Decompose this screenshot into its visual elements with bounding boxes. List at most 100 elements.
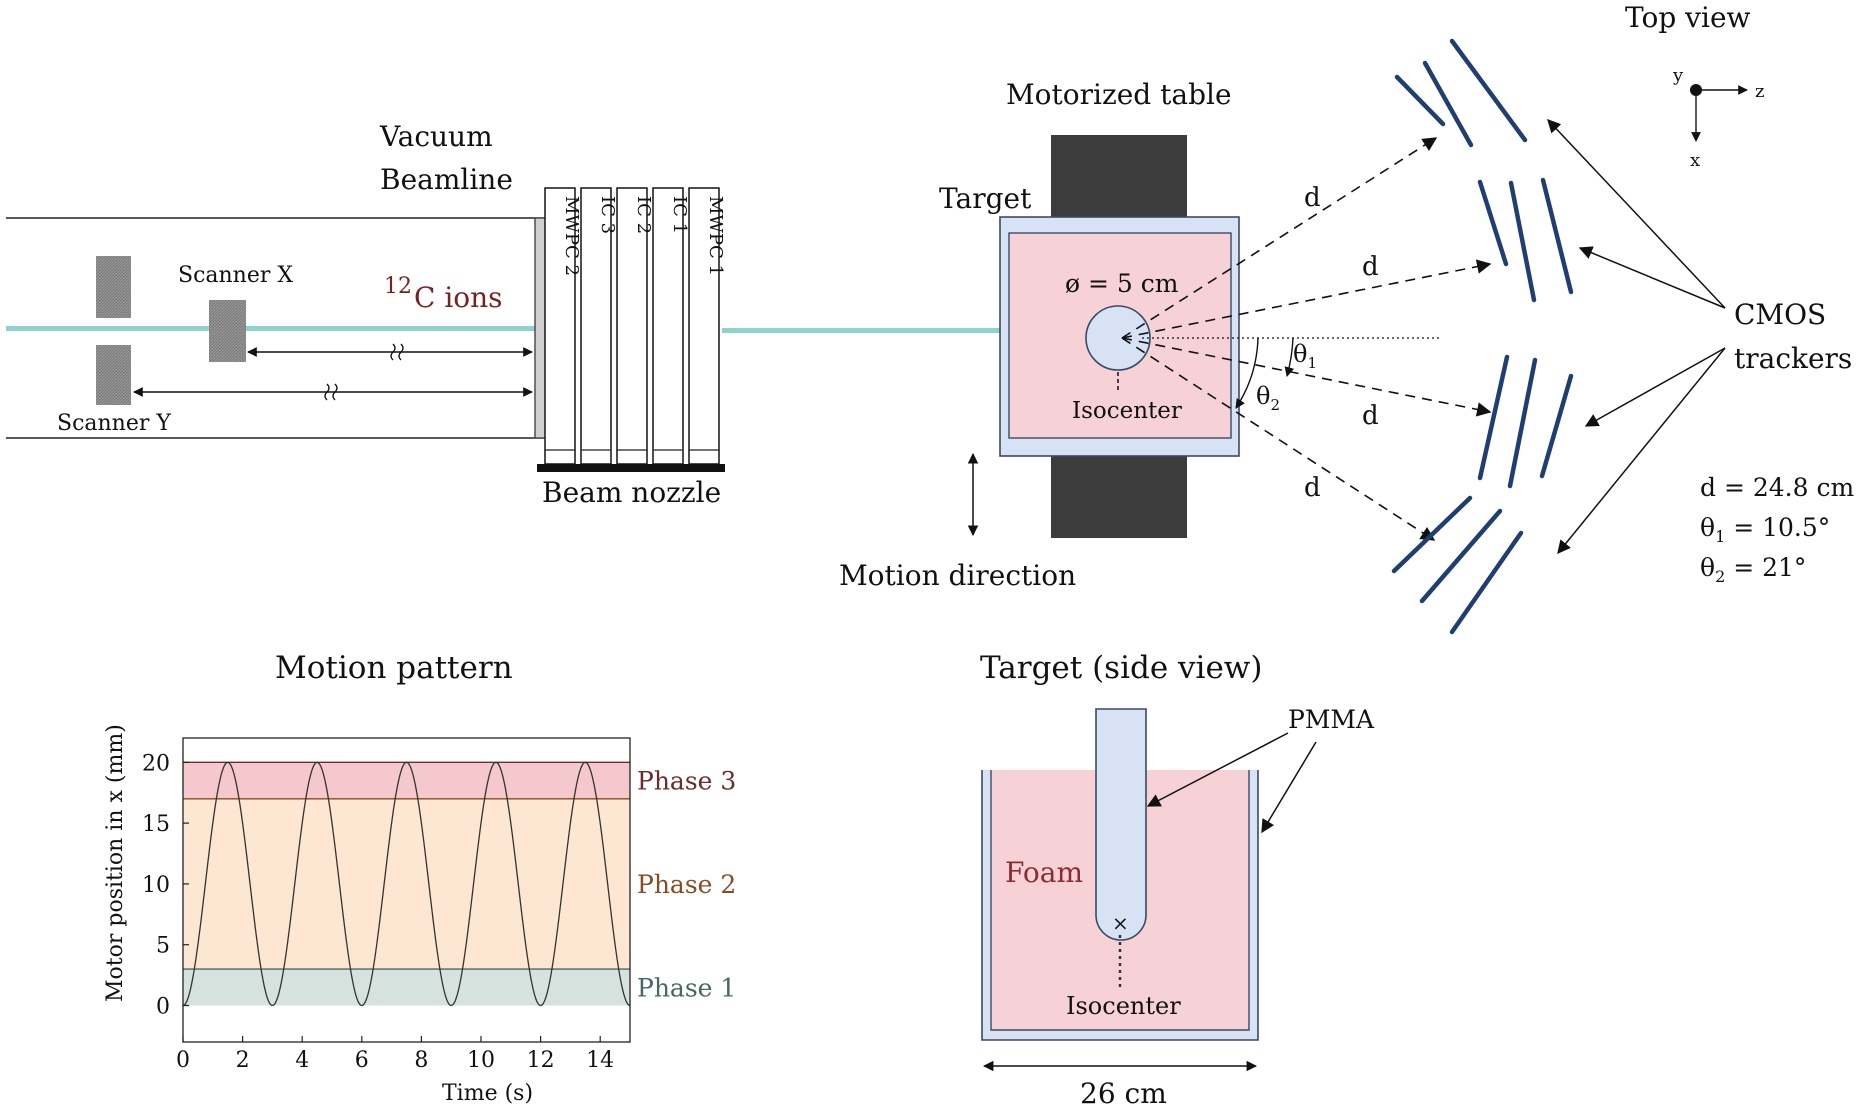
param-theta2: θ2 = 21° bbox=[1700, 553, 1806, 586]
y-tick-label: 10 bbox=[142, 873, 170, 898]
pmma-rod bbox=[1095, 708, 1147, 941]
theta1-arc bbox=[1284, 337, 1295, 377]
tracker-3-plane-b bbox=[1507, 357, 1538, 489]
ray-lower-inner bbox=[1121, 337, 1492, 417]
ray-lower-outer bbox=[1121, 337, 1436, 541]
x-tick-label: 14 bbox=[586, 1048, 614, 1073]
side-view-title: Target (side view) bbox=[980, 650, 1262, 686]
tracker-2-plane-b bbox=[1508, 180, 1537, 303]
x-axis-label: Time (s) bbox=[442, 1081, 533, 1106]
detector-label: MWPC 1 bbox=[705, 196, 726, 276]
x-tick-label: 12 bbox=[527, 1048, 555, 1073]
y-ticks: 0 5 10 15 20 bbox=[142, 751, 189, 1020]
distance-label-1: d bbox=[1304, 183, 1321, 213]
foam-label: Foam bbox=[1005, 856, 1083, 889]
ray-upper-inner bbox=[1121, 259, 1492, 339]
beam-nozzle-label: Beam nozzle bbox=[542, 476, 721, 509]
detector-label: IC 1 bbox=[669, 196, 690, 234]
cmos-arrow-3 bbox=[1584, 347, 1726, 427]
target-side-view: Target (side view) × PMMA Foam Isocenter… bbox=[980, 650, 1375, 1110]
table-block-top bbox=[1051, 135, 1187, 219]
diameter-label: ø = 5 cm bbox=[1065, 269, 1179, 298]
plot-frame bbox=[182, 737, 631, 1043]
isocenter-label-top: Isocenter bbox=[1072, 398, 1182, 424]
y-tick-label: 15 bbox=[142, 812, 170, 837]
param-distance: d = 24.8 cm bbox=[1700, 473, 1854, 502]
scanner-y-magnet-top bbox=[96, 256, 131, 318]
cmos-trackers bbox=[1391, 38, 1574, 635]
width-label: 26 cm bbox=[1080, 1077, 1167, 1110]
y-tick-label: 20 bbox=[142, 751, 170, 776]
tracker-2-plane-c bbox=[1540, 177, 1574, 295]
x-tick-label: 2 bbox=[236, 1048, 250, 1073]
scanner-x-magnet bbox=[209, 300, 246, 362]
theta1-label: θ1 bbox=[1293, 340, 1317, 372]
detector-ic-1 bbox=[652, 187, 684, 465]
axis-z-label: z bbox=[1755, 81, 1764, 102]
param-theta1: θ1 = 10.5° bbox=[1700, 513, 1830, 546]
tracker-3-plane-c bbox=[1539, 373, 1574, 479]
detector-label: MWPC 2 bbox=[561, 196, 582, 276]
motion-direction-label: Motion direction bbox=[839, 559, 1076, 592]
table-block-bottom bbox=[1051, 454, 1187, 538]
axis-x-label: x bbox=[1690, 150, 1700, 171]
ion-beam-outside bbox=[722, 328, 1000, 333]
motorized-table: Motorized table Target ø = 5 cm Isocente… bbox=[839, 78, 1240, 592]
y-tick-label: 5 bbox=[156, 934, 170, 959]
axis-origin-y bbox=[1690, 84, 1702, 96]
tracker-rays: d d d d θ1 θ2 bbox=[1121, 137, 1492, 541]
distance-label-3: d bbox=[1362, 401, 1379, 431]
motion-curve bbox=[182, 761, 631, 1007]
tracker-4-plane-c bbox=[1449, 530, 1524, 635]
x-tick-label: 8 bbox=[414, 1048, 428, 1073]
top-view-label: Top view bbox=[1625, 1, 1751, 34]
tracker-2-plane-a bbox=[1477, 179, 1509, 267]
isocenter-label-side: Isocenter bbox=[1066, 992, 1181, 1020]
tracker-4-plane-a bbox=[1391, 495, 1473, 574]
scanner-x-label: Scanner X bbox=[178, 263, 293, 288]
cmos-arrow-2 bbox=[1578, 246, 1726, 309]
y-axis-label: Motor position in x (mm) bbox=[103, 724, 128, 1002]
phase-band-1 bbox=[183, 969, 630, 1006]
pmma-label: PMMA bbox=[1288, 705, 1375, 734]
isocenter-cross: × bbox=[1112, 911, 1129, 935]
axis-y-label: y bbox=[1672, 65, 1684, 86]
x-tick-label: 0 bbox=[176, 1048, 190, 1073]
cmos-arrow-1 bbox=[1547, 119, 1726, 309]
axis-break-x bbox=[390, 343, 404, 361]
detector-mwpc-1 bbox=[688, 187, 720, 465]
target-label: Target bbox=[939, 182, 1032, 215]
geometry-parameters: d = 24.8 cm θ1 = 10.5° θ2 = 21° bbox=[1700, 473, 1854, 586]
x-tick-label: 10 bbox=[467, 1048, 495, 1073]
vacuum-label: Vacuum bbox=[379, 120, 493, 153]
ion-beam-inside bbox=[6, 326, 546, 331]
tracker-3-plane-a bbox=[1477, 354, 1510, 481]
beam-nozzle-base bbox=[537, 464, 725, 472]
tracker-1-plane-a bbox=[1394, 74, 1446, 127]
x-ticks: 0 2 4 6 8 10 12 14 bbox=[176, 1036, 614, 1073]
distance-label-4: d bbox=[1304, 473, 1321, 503]
ion-mass-number: 12 bbox=[384, 274, 412, 299]
chart-title: Motion pattern bbox=[275, 650, 513, 686]
scanner-y-magnet-bottom bbox=[96, 345, 131, 405]
scanner-y-label: Scanner Y bbox=[57, 411, 171, 436]
ray-upper-outer bbox=[1121, 137, 1438, 339]
tracker-1-plane-c bbox=[1449, 38, 1528, 143]
pmma-insert-circle bbox=[1085, 305, 1151, 371]
x-tick-label: 6 bbox=[355, 1048, 369, 1073]
distance-label-2: d bbox=[1362, 252, 1379, 282]
theta2-arc bbox=[1235, 337, 1259, 409]
pmma-arrow-container bbox=[1261, 741, 1317, 834]
motorized-table-label: Motorized table bbox=[1006, 78, 1232, 111]
tracker-1-plane-b bbox=[1422, 60, 1474, 148]
foam-outline bbox=[990, 770, 1250, 1031]
phase-label-3: Phase 3 bbox=[637, 767, 736, 796]
pmma-arrow-rod bbox=[1146, 732, 1289, 807]
y-tick-label: 0 bbox=[156, 995, 170, 1020]
tracker-4-plane-b bbox=[1419, 508, 1503, 604]
x-tick-label: 4 bbox=[295, 1048, 309, 1073]
